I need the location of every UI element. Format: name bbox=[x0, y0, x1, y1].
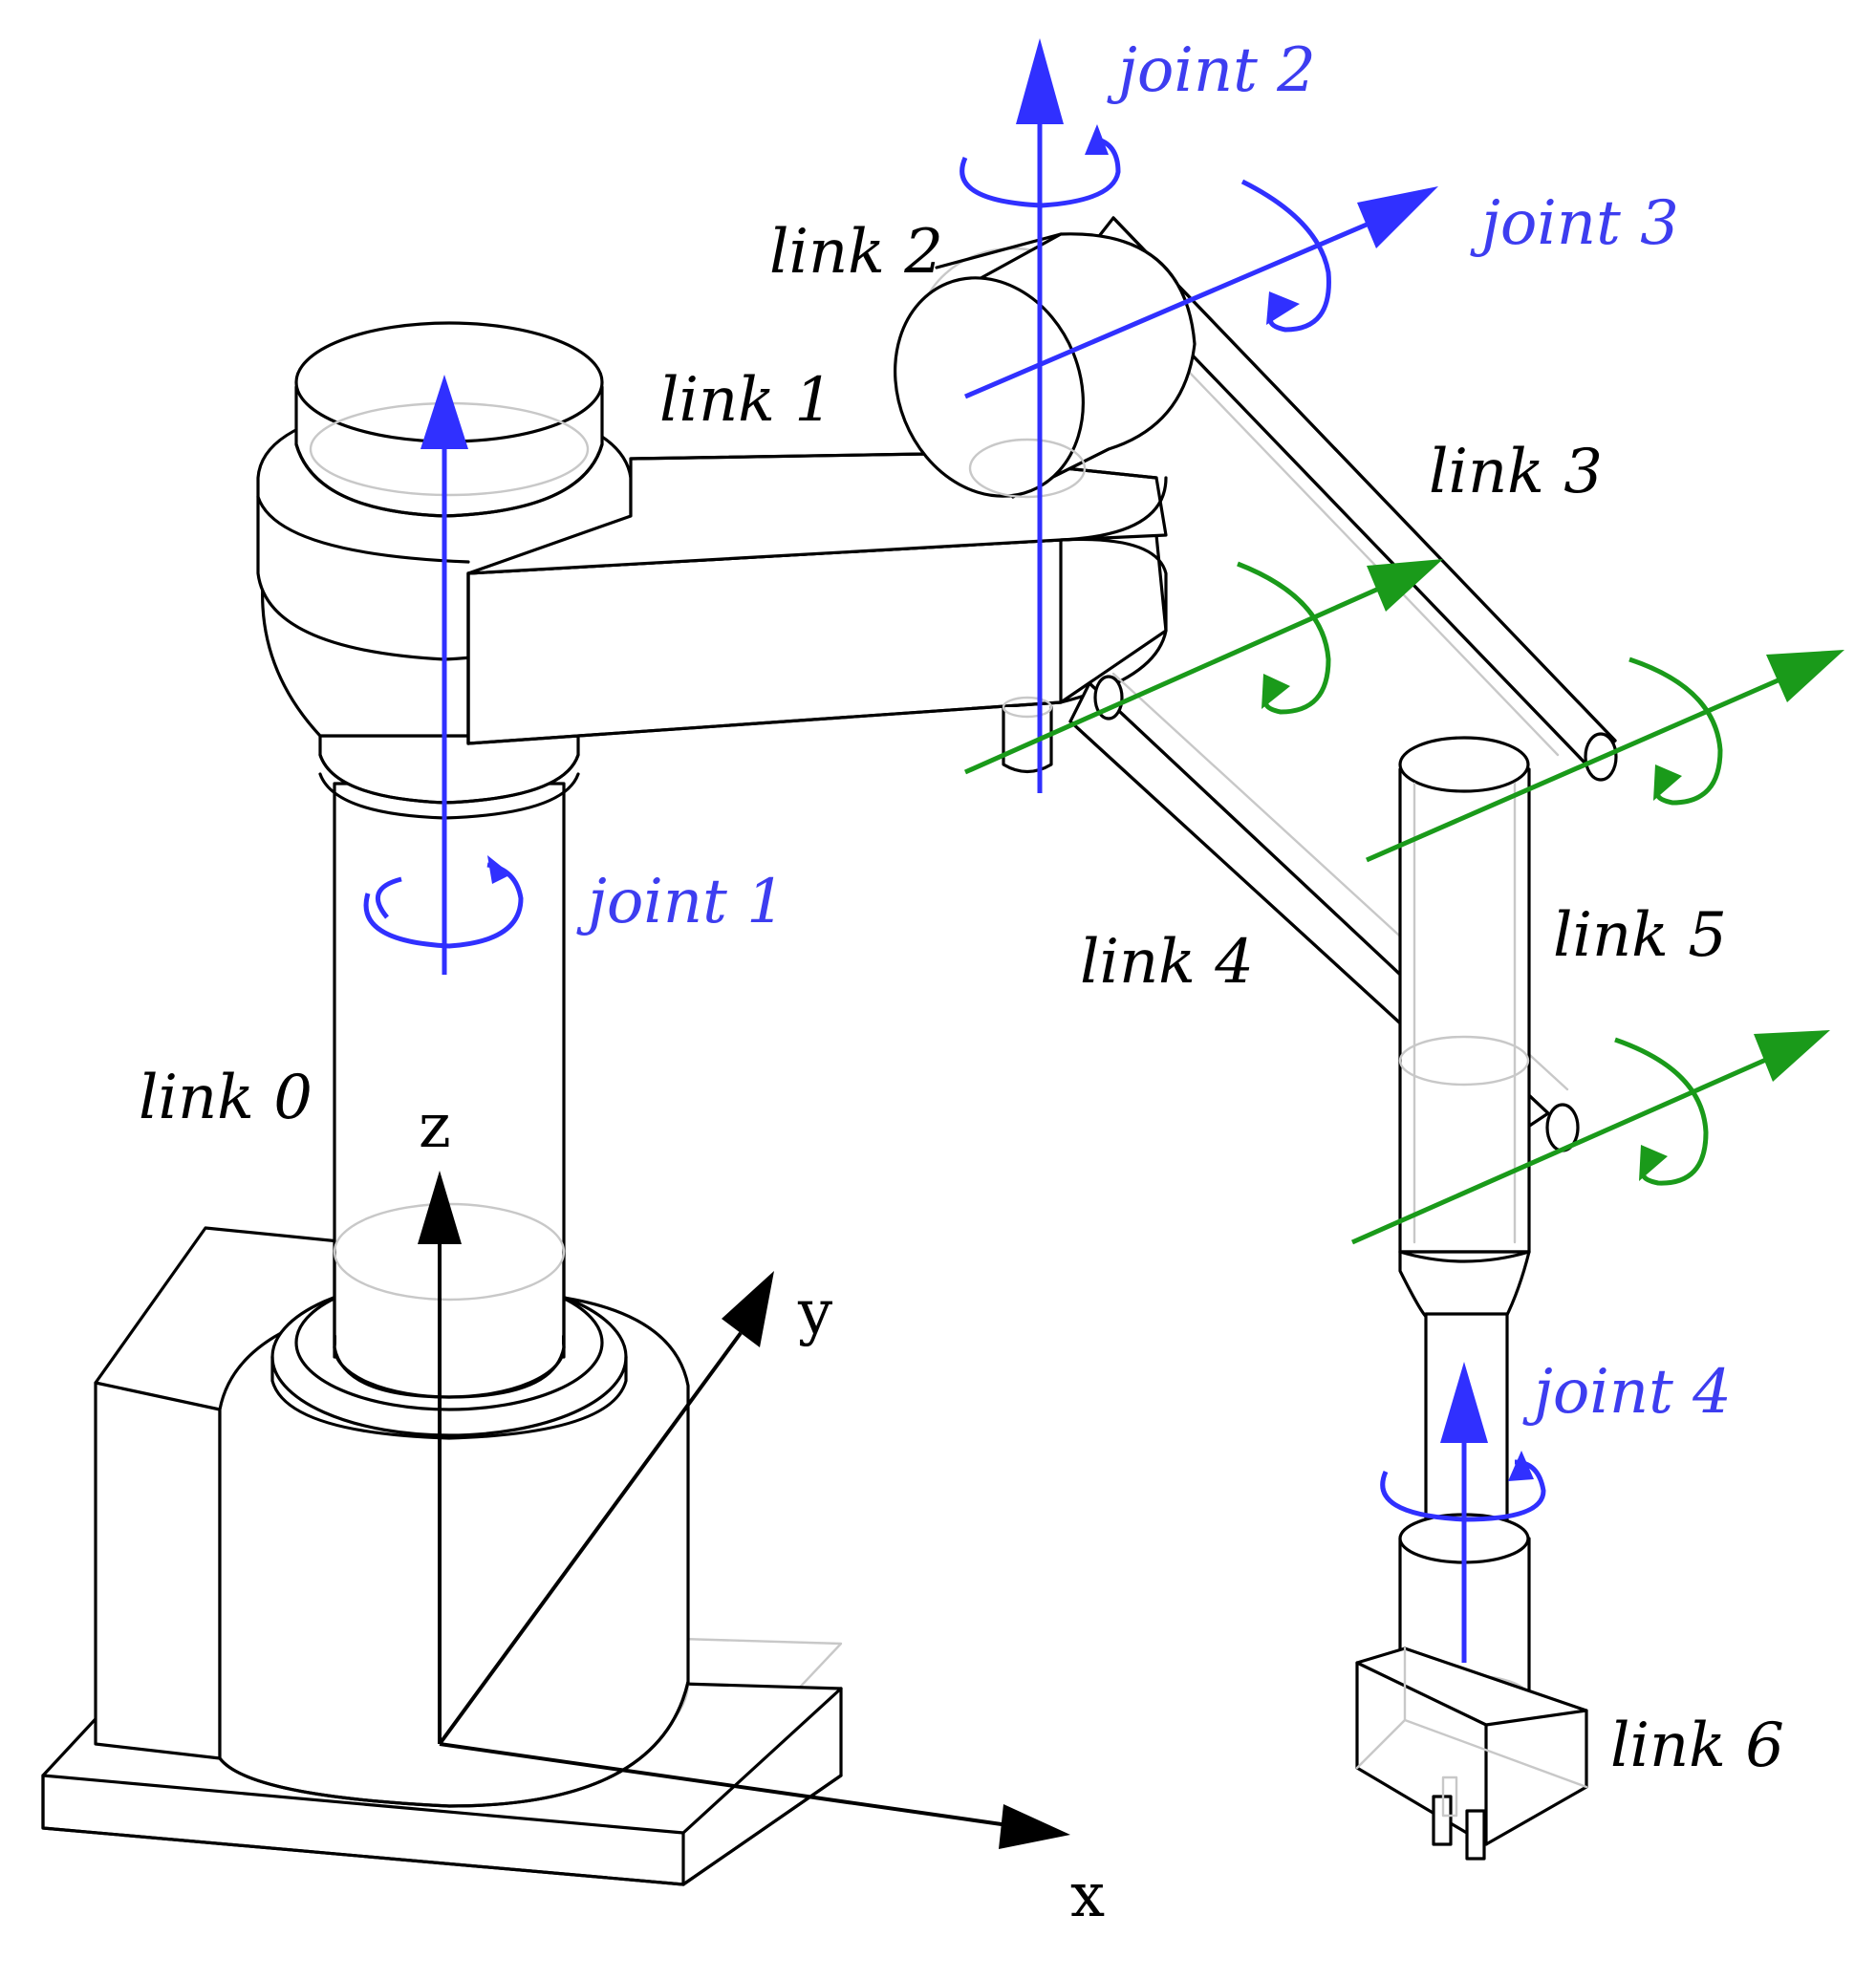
link0-label: link 0 bbox=[139, 1063, 313, 1133]
green-axis-3 bbox=[1350, 1030, 1830, 1245]
link5-label: link 5 bbox=[1553, 900, 1727, 971]
link4-label: link 4 bbox=[1080, 927, 1254, 998]
joint1-label: joint 1 bbox=[576, 867, 786, 937]
link1-label: link 1 bbox=[659, 365, 833, 436]
y-axis-label: y bbox=[797, 1278, 832, 1348]
green-axis-1 bbox=[963, 559, 1443, 775]
joint4-axis bbox=[1380, 1362, 1546, 1663]
x-axis-label: x bbox=[1070, 1861, 1105, 1931]
joint4-label: joint 4 bbox=[1522, 1357, 1732, 1428]
joint2-axis bbox=[960, 38, 1121, 793]
world-frame bbox=[418, 1171, 1070, 1849]
z-axis-label: z bbox=[419, 1091, 451, 1162]
column bbox=[333, 782, 566, 1399]
green-axis-2 bbox=[1365, 650, 1844, 863]
link2-body bbox=[894, 232, 1197, 499]
link5-body bbox=[1398, 736, 1531, 1321]
link2-label: link 2 bbox=[769, 217, 943, 288]
link3-label: link 3 bbox=[1429, 437, 1603, 507]
link6-label: link 6 bbox=[1610, 1711, 1784, 1781]
joint3-axis bbox=[964, 179, 1438, 399]
joint2-label: joint 2 bbox=[1107, 35, 1316, 106]
joint1-axis bbox=[363, 375, 524, 975]
joint3-label: joint 3 bbox=[1470, 188, 1679, 259]
link3-body bbox=[1064, 216, 1618, 782]
